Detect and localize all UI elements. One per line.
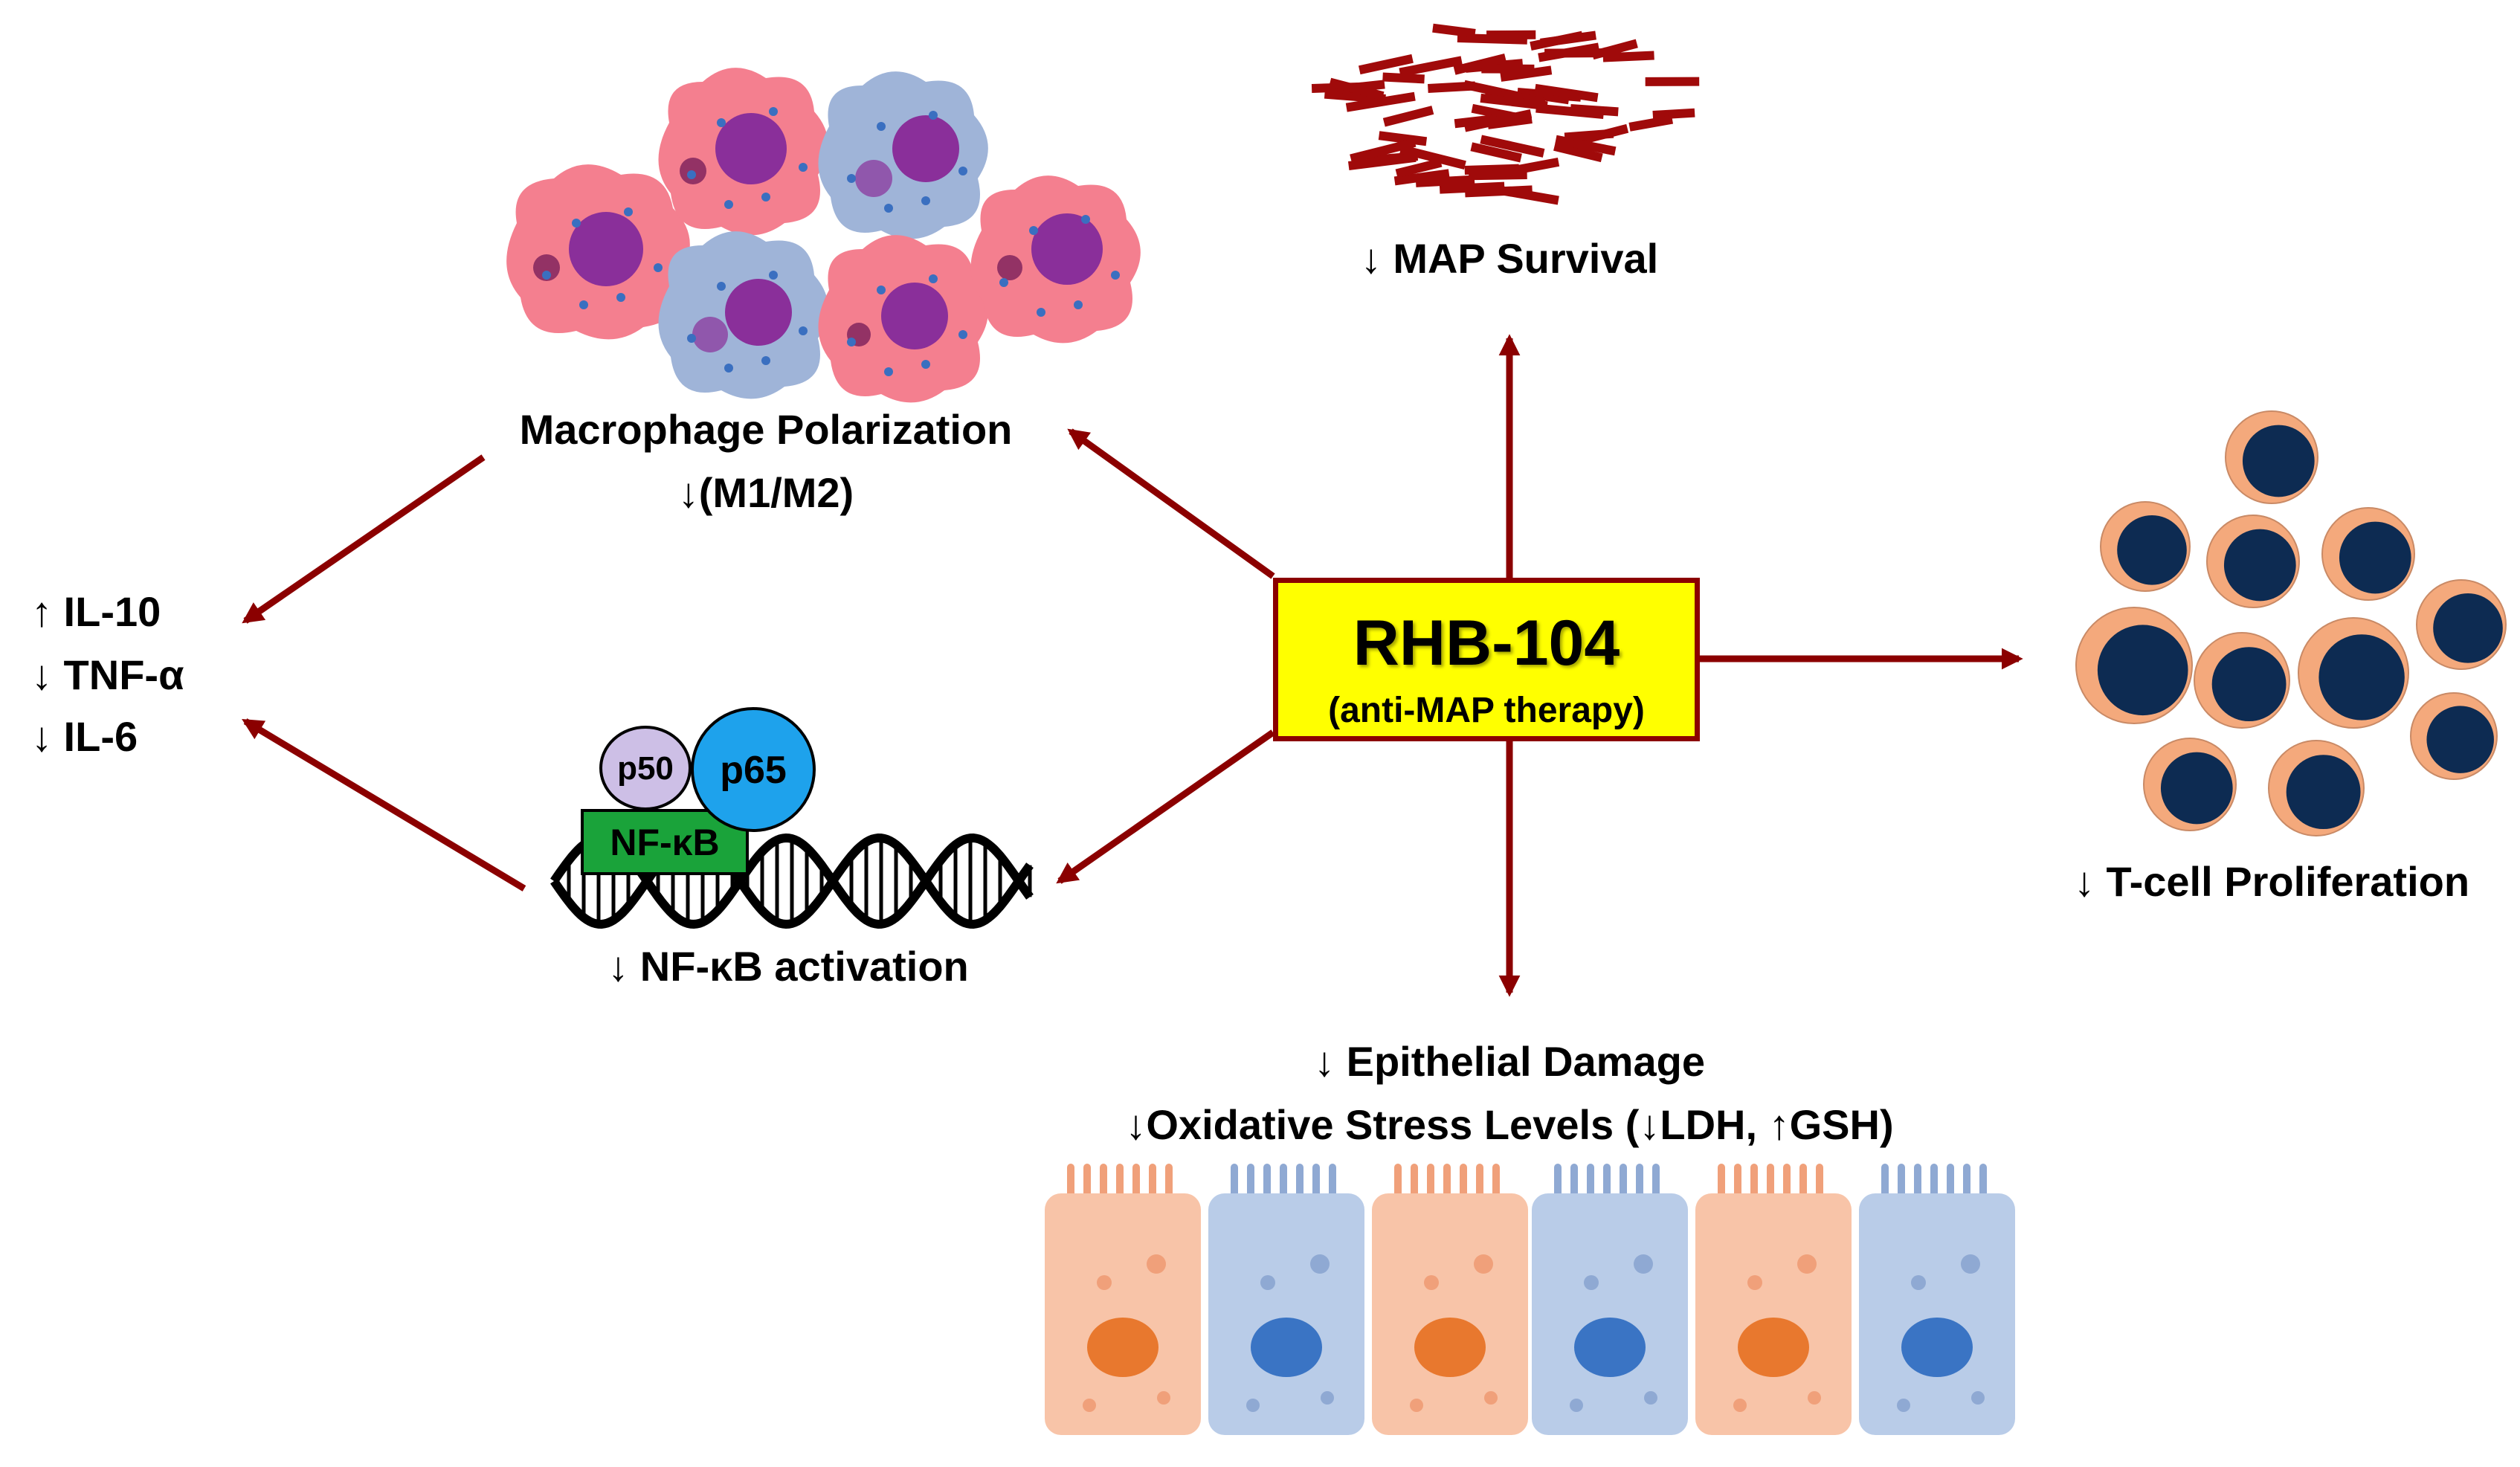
tcell — [2298, 617, 2409, 729]
tcell-label: ↓ T-cell Proliferation — [2073, 858, 2470, 905]
map-bacterium — [1530, 30, 1584, 51]
map-bacterium — [1382, 106, 1434, 127]
tcell — [2075, 607, 2193, 724]
cytokine-il10: ↑ IL-10 — [31, 588, 161, 635]
map-bacterium — [1645, 77, 1700, 86]
map-bacterium — [1470, 142, 1522, 163]
epithelial-cell — [1208, 1164, 1364, 1435]
map-bacterium — [1538, 42, 1600, 62]
center-title: RHB-104 — [1353, 607, 1620, 679]
cytokine-il6: ↓ IL-6 — [31, 713, 138, 760]
map-bacterium — [1564, 129, 1614, 142]
map-bacterium — [1329, 77, 1385, 101]
map-bacterium — [1358, 54, 1414, 75]
arrow-nfkb-to-cytokines — [242, 718, 526, 892]
map-bacterium — [1432, 23, 1476, 38]
map-bacterium — [1535, 103, 1605, 119]
tcell — [2194, 632, 2290, 729]
tcell — [2143, 738, 2237, 831]
p50-subunit — [599, 726, 692, 810]
epithelial-cell — [1372, 1164, 1528, 1435]
nfkb-complex: NF-κB p50 p65 — [581, 707, 816, 875]
map-bacterium — [1347, 152, 1417, 170]
map-bacteria-cluster — [1311, 23, 1700, 205]
map-bacterium — [1500, 65, 1553, 82]
map-bacterium — [1628, 115, 1674, 132]
macrophage-label-line2: ↓(M1/M2) — [677, 469, 854, 516]
arrow-to-macrophage — [1067, 428, 1275, 579]
map-bacterium — [1395, 158, 1443, 178]
epithelial-cell — [1045, 1164, 1201, 1435]
map-bacterium — [1393, 169, 1450, 186]
map-bacterium — [1382, 72, 1425, 84]
map-bacterium — [1350, 138, 1417, 164]
tcell-cluster — [2075, 410, 2507, 836]
map-bacterium — [1480, 135, 1545, 158]
map-bacterium — [1399, 56, 1463, 77]
tcell — [2268, 740, 2365, 836]
tcell — [2225, 410, 2318, 504]
epithelial-cell — [1695, 1164, 1852, 1435]
map-bacterium — [1534, 83, 1599, 103]
m2-macrophage — [658, 231, 828, 399]
arrows — [242, 334, 2023, 997]
epithelial-cell — [1859, 1164, 2015, 1435]
macrophage-label-line1: Macrophage Polarization — [519, 406, 1013, 453]
nfkb-activation-label: ↓ NF-κB activation — [608, 943, 969, 990]
tcell — [2416, 579, 2507, 670]
tcell — [2100, 501, 2191, 592]
map-bacterium — [1492, 157, 1560, 179]
p50-label: p50 — [617, 750, 674, 787]
m1-macrophage — [506, 164, 690, 340]
map-bacterium — [1453, 53, 1507, 75]
map-bacterium — [1399, 144, 1466, 170]
macrophage-cluster — [506, 68, 1141, 403]
nfkb-box-label: NF-κB — [610, 822, 719, 863]
map-bacterium — [1498, 185, 1559, 205]
tcell — [2321, 507, 2415, 601]
map-bacterium — [1570, 104, 1619, 117]
map-bacterium — [1602, 51, 1654, 62]
rhb104-box: RHB-104 (anti-MAP therapy) — [1273, 578, 1700, 741]
p65-label: p65 — [720, 749, 787, 792]
map-bacterium — [1428, 81, 1476, 93]
m1-macrophage — [970, 175, 1141, 344]
center-subtitle: (anti-MAP therapy) — [1328, 691, 1645, 730]
epithelial-label-line1: ↓ Epithelial Damage — [1314, 1038, 1705, 1085]
epithelial-cells — [1045, 1164, 2015, 1435]
cytokine-tnf: ↓ TNF-α — [31, 651, 184, 698]
tcell — [2206, 515, 2300, 608]
map-bacterium — [1480, 93, 1548, 111]
map-bacterium — [1553, 141, 1603, 163]
epithelial-label-line2: ↓Oxidative Stress Levels (↓LDH, ↑GSH) — [1125, 1101, 1894, 1148]
arrow-macrophage-to-cytokines — [242, 454, 486, 624]
map-bacterium — [1463, 109, 1533, 132]
p65-subunit — [691, 707, 816, 832]
arrow-to-nfkb — [1056, 729, 1275, 884]
map-bacterium — [1439, 181, 1505, 194]
m1-macrophage — [658, 68, 828, 236]
m1-macrophage — [818, 235, 988, 403]
tcell — [2410, 692, 2498, 780]
epithelial-cell — [1532, 1164, 1688, 1435]
map-survival-label: ↓ MAP Survival — [1360, 235, 1659, 282]
m2-macrophage — [818, 71, 988, 239]
